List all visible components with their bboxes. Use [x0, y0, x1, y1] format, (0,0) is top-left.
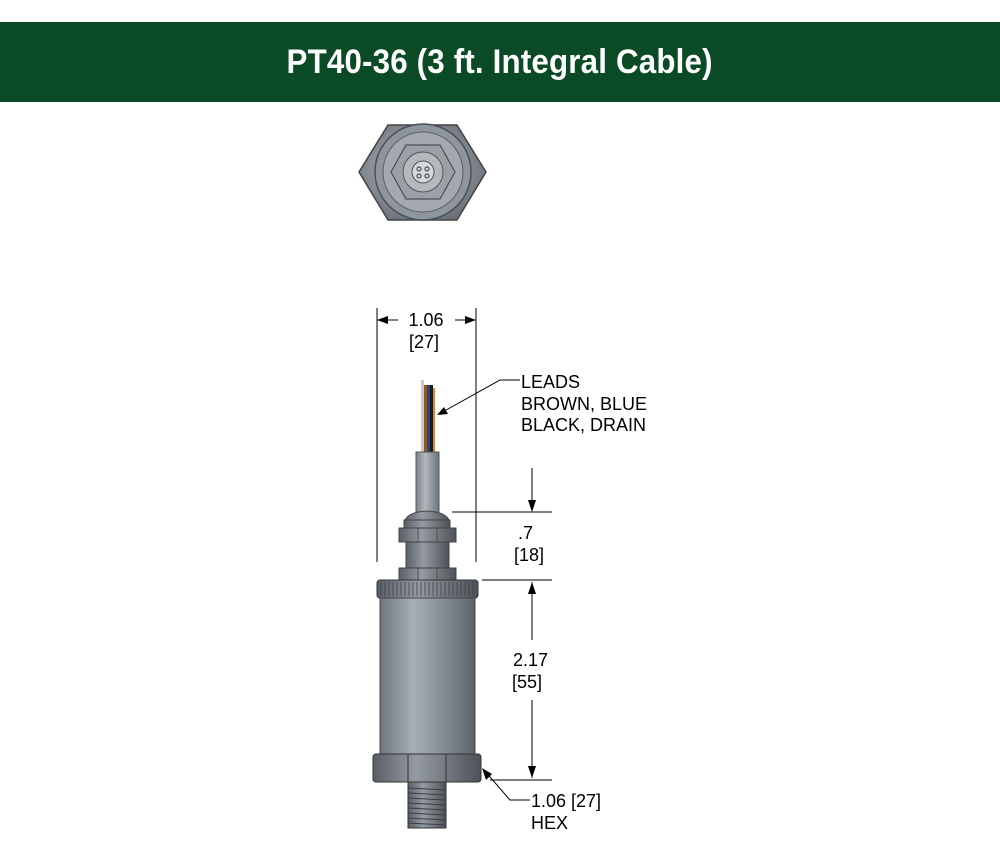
hex-label: HEX	[531, 813, 568, 833]
width-dimension-metric: [27]	[409, 332, 439, 352]
page-title: PT40-36 (3 ft. Integral Cable)	[286, 42, 714, 81]
title-banner: PT40-36 (3 ft. Integral Cable)	[0, 22, 1000, 102]
leads-line-1: BROWN, BLUE	[521, 394, 647, 414]
knurled-cap	[376, 579, 479, 599]
top-view-cable-end	[411, 160, 435, 184]
gland-dimension: .7	[518, 523, 533, 543]
hex-dimension: 1.06 [27]	[531, 791, 601, 811]
width-dimension: 1.06	[408, 310, 443, 330]
leads-line-2: BLACK, DRAIN	[521, 415, 646, 435]
lead-wires	[421, 380, 435, 453]
cable	[415, 451, 440, 515]
wire-orange	[433, 388, 435, 453]
wire-blue	[427, 385, 430, 453]
gland-dimension-metric: [18]	[514, 545, 544, 565]
hex-fitting	[372, 753, 482, 783]
gland-base-nut	[398, 567, 457, 581]
dimension-arrows	[377, 316, 536, 780]
length-dimension-metric: [55]	[512, 672, 542, 692]
wire-black	[430, 385, 433, 453]
sensor-body	[379, 597, 476, 755]
top-view	[358, 123, 487, 221]
length-dimension: 2.17	[513, 650, 548, 670]
wire-drain	[421, 380, 424, 453]
wire-brown	[424, 385, 427, 453]
side-view	[372, 380, 482, 829]
gland-nut	[398, 527, 457, 543]
leads-title: LEADS	[521, 372, 580, 392]
